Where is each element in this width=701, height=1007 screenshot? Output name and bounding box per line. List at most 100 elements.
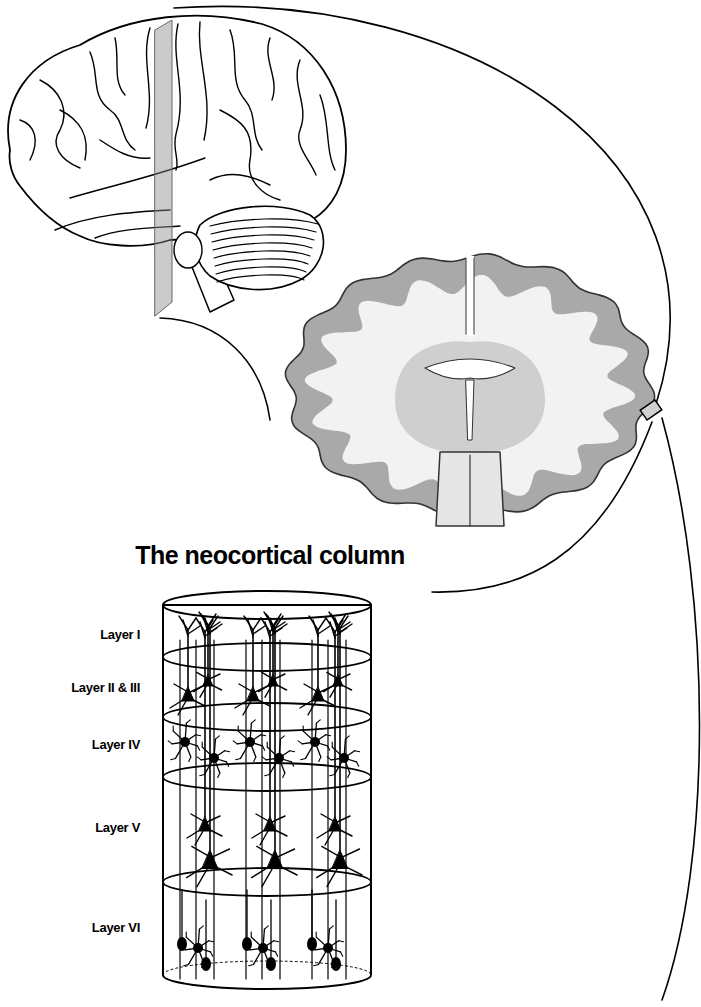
dendrite — [327, 757, 331, 760]
dendrite — [344, 751, 355, 758]
dendrite — [210, 830, 222, 836]
dendrite — [188, 686, 203, 693]
dendrite — [277, 685, 287, 690]
dendrite — [322, 846, 340, 856]
dendrite — [301, 758, 306, 759]
sulcus — [175, 24, 180, 170]
dendrite — [210, 849, 230, 858]
dendrite — [340, 830, 352, 836]
dendrite — [355, 751, 360, 752]
dendrite — [335, 900, 336, 957]
figure-title: The neocortical column — [0, 541, 540, 570]
dendrite — [173, 731, 185, 742]
dendrite — [198, 941, 209, 948]
dendrite — [250, 742, 256, 757]
dendrite — [186, 932, 187, 937]
dendrite — [304, 684, 318, 692]
dendrite — [340, 952, 342, 956]
dendrite — [202, 742, 203, 747]
dendrite — [339, 941, 344, 942]
dendrite — [233, 741, 237, 744]
section-plane — [155, 20, 172, 316]
dendrite — [181, 947, 185, 950]
layer-label: Layer IV — [92, 736, 140, 754]
sulcus — [40, 80, 80, 168]
dendrite — [257, 846, 275, 856]
dendrite — [267, 963, 269, 968]
dendrite — [318, 686, 333, 693]
dendrite — [205, 900, 206, 957]
dendrite — [174, 684, 188, 692]
neocortical-column — [163, 591, 371, 989]
dendrite — [236, 758, 241, 759]
dendrite — [249, 964, 254, 965]
dendrite — [251, 720, 255, 723]
dendrite — [330, 774, 335, 775]
dendrite — [266, 758, 279, 760]
axon-bundle — [179, 640, 180, 979]
dendrite — [246, 947, 250, 950]
dendrite — [188, 618, 196, 630]
dendrite — [325, 831, 333, 845]
dendrite — [311, 947, 315, 950]
dendrite — [339, 628, 341, 850]
dendrite — [262, 672, 273, 678]
dendrite — [283, 773, 285, 778]
dendrite — [318, 626, 330, 634]
dendrite — [185, 742, 191, 757]
sulcus — [320, 95, 335, 170]
dendrite — [187, 630, 189, 687]
sulcus — [146, 28, 150, 128]
dendrite — [260, 831, 268, 845]
dendrite — [250, 735, 261, 742]
dendrite — [335, 618, 340, 634]
dendrite — [316, 720, 320, 723]
axon-bundle — [327, 640, 328, 979]
dendrite — [317, 630, 319, 687]
dendrite — [348, 773, 350, 778]
dendrite — [267, 747, 279, 758]
dendrite — [185, 735, 196, 742]
dendrite — [328, 948, 334, 963]
dendrite — [194, 685, 204, 691]
dendrite — [210, 624, 222, 632]
sulcus — [230, 30, 262, 150]
dendrite — [214, 739, 215, 758]
sulcus — [100, 140, 150, 158]
dendrite — [269, 632, 271, 817]
cerebellar-folium — [217, 275, 304, 282]
dendrite — [205, 618, 210, 634]
dendrite — [332, 747, 344, 758]
cylinder-top — [163, 591, 371, 619]
dendrite — [168, 741, 172, 744]
dendrite — [327, 672, 338, 678]
sulcus — [60, 110, 86, 160]
sulcus — [210, 175, 270, 185]
dendrite — [263, 941, 274, 948]
tissue-sample — [640, 400, 662, 420]
dendrite — [275, 952, 277, 956]
dendrite — [340, 616, 348, 628]
dendrite — [321, 814, 335, 822]
brain-lateral — [8, 16, 346, 316]
dendrite — [274, 941, 279, 942]
dendrite — [188, 948, 198, 964]
dendrite — [197, 672, 208, 678]
dendrite — [342, 685, 352, 690]
dendrite — [334, 632, 336, 817]
dendrite — [344, 739, 345, 758]
dendrite — [313, 620, 318, 636]
dendrite — [316, 932, 317, 937]
dendrite — [225, 751, 230, 752]
layer-vi-soma — [242, 937, 252, 951]
dendrite — [356, 762, 358, 766]
dendrite — [275, 616, 283, 628]
dendrite — [185, 948, 198, 950]
dendrite — [197, 757, 201, 760]
dendrite — [262, 746, 264, 750]
dendrite — [328, 929, 329, 948]
dendrite — [345, 736, 349, 739]
third-ventricle — [466, 380, 474, 440]
dendrite — [237, 742, 250, 744]
cerebellar-folium — [215, 259, 308, 266]
